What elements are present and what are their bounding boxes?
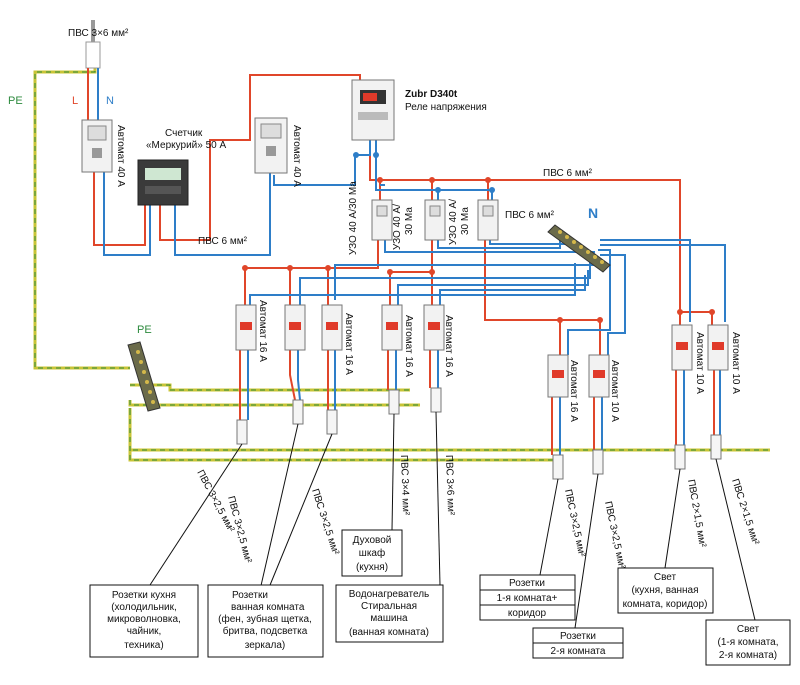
breaker-8: Автомат 10 А [671, 324, 705, 394]
input-cable: ПВС 3×6 мм² [68, 20, 129, 69]
box-room1-line3: коридор [508, 608, 547, 619]
box-washer-line1: Водонагреватель [349, 589, 430, 600]
breaker-5-label: Автомат 16 А [443, 315, 454, 377]
rcd-1-label: УЗО 40 А/30 Ма [348, 181, 359, 255]
box-washer-line4: (ванная комната) [349, 627, 429, 638]
input-cable-label: ПВС 3×6 мм² [68, 28, 129, 39]
main-breaker-label: Автомат 40 А [115, 125, 126, 187]
box-kitchen-line5: техника) [124, 640, 163, 651]
neutral-bus-label: N [588, 205, 598, 221]
box-light1-line1: Свет [654, 572, 677, 583]
breaker-4: Автомат 16 А [381, 304, 414, 377]
cable-label-pvs6-b: ПВС 6 мм² [543, 168, 593, 179]
box-kitchen-line1: Розетки кухня [112, 590, 176, 601]
rcd-3-label-2: 30 Ма [460, 207, 471, 235]
box-light1-line3: комната, коридор) [623, 599, 708, 610]
box-room1-line1: Розетки [509, 578, 545, 589]
rcd-3-label-1: УЗО 40 А/ [448, 199, 459, 245]
breaker-3-label: Автомат 16 А [343, 313, 354, 375]
neutral-wires [97, 68, 726, 455]
breaker-group: Автомат 16 А Автомат 16 А Автомат 16 А А… [235, 300, 741, 422]
circuit-cable-3: ПВС 3×2,5 мм² [309, 488, 341, 557]
rcd-1: УЗО 40 А/30 Ма [348, 181, 393, 255]
junction-dots [242, 152, 715, 323]
breaker-7: Автомат 10 А [588, 354, 620, 422]
breaker-9: Автомат 10 А [707, 324, 741, 394]
breaker-3: Автомат 16 А [321, 304, 354, 375]
box-light2: Свет (1-я комната, 2-я комната) [705, 619, 791, 666]
neutral-label: N [106, 95, 114, 107]
rcd-3: УЗО 40 А/ 30 Ма [448, 199, 499, 245]
box-room2-line2: 2-я комната [551, 646, 606, 657]
box-oven: Духовой шкаф (кухня) [341, 529, 403, 577]
cable-label-pvs6-a: ПВС 6 мм² [198, 236, 248, 247]
box-bathroom-line2: ванная комната [231, 602, 305, 613]
neutral-bus: N [547, 205, 611, 273]
box-kitchen-line3: микроволновка, [107, 614, 181, 625]
box-light2-line3: 2-я комната) [719, 650, 777, 661]
cable-ferrules [236, 387, 722, 480]
breaker-8-label: Автомат 10 А [694, 332, 705, 394]
circuit-cable-8: ПВС 2×1,5 мм² [685, 479, 708, 549]
box-washer-line2: Стиральная [361, 601, 417, 612]
box-kitchen-line2: (холодильник, [111, 602, 177, 613]
pe-bus-label: PE [137, 324, 152, 336]
box-light1: Свет (кухня, ванная комната, коридор) [617, 567, 714, 614]
circuit-cable-9: ПВС 2×1,5 мм² [729, 478, 761, 547]
circuit-cable-4: ПВС 3×4 мм² [398, 455, 411, 516]
rcd-2-label-2: 30 Ма [404, 207, 415, 235]
box-bathroom-line5: зеркала) [245, 640, 285, 651]
box-washer: Водонагреватель Стиральная машина (ванна… [335, 584, 444, 643]
second-breaker-label: Автомат 40 А [291, 125, 302, 187]
circuit-cable-5: ПВС 3×6 мм² [443, 455, 456, 516]
breaker-9-label: Автомат 10 А [730, 332, 741, 394]
box-oven-line1: Духовой [353, 535, 392, 546]
breaker-1: Автомат 16 А [235, 300, 268, 362]
phase-label: L [72, 95, 78, 107]
meter-label-2: «Меркурий» 50 А [146, 140, 226, 151]
relay-label-1: Zubr D340t [405, 89, 458, 100]
breaker-4-label: Автомат 16 А [403, 315, 414, 377]
box-bathroom-line4: бритва, подсветка [223, 625, 308, 637]
box-oven-line2: шкаф [359, 547, 385, 559]
second-breaker: Автомат 40 А [254, 117, 302, 187]
breaker-5: Автомат 16 А [423, 304, 454, 377]
main-breaker: Автомат 40 А [81, 119, 126, 187]
box-light2-line2: (1-я комната, [717, 637, 778, 648]
circuit-cable-labels: ПВС 3×2,5 мм² ПВС 3×2,5 мм² ПВС 3×2,5 мм… [194, 455, 761, 571]
box-room2-line1: Розетки [560, 631, 596, 642]
circuit-cable-6: ПВС 3×2,5 мм² [562, 488, 587, 558]
box-oven-line3: (кухня) [356, 562, 388, 573]
meter-label-1: Счетчик [165, 128, 203, 139]
voltage-relay: Zubr D340t Реле напряжения [351, 79, 487, 141]
box-washer-line3: машина [370, 613, 408, 624]
breaker-1-label: Автомат 16 А [257, 300, 268, 362]
breaker-6: Автомат 16 А [547, 354, 579, 422]
breaker-7-label: Автомат 10 А [609, 360, 620, 422]
box-light2-line1: Свет [737, 624, 760, 635]
box-kitchen: Розетки кухня (холодильник, микроволновк… [89, 584, 199, 658]
box-kitchen-line4: чайник, [127, 626, 162, 637]
box-light1-line2: (кухня, ванная [631, 585, 698, 596]
breaker-6-label: Автомат 16 А [568, 360, 579, 422]
circuit-cable-7: ПВС 3×2,5 мм² [602, 500, 627, 570]
pe-bus: PE [127, 324, 161, 412]
box-bathroom: Розетки ванная комната (фен, зубная щетк… [207, 584, 324, 658]
box-bathroom-line1: Розетки [232, 590, 268, 601]
box-room1-line2: 1-я комната+ [497, 593, 558, 604]
rcd-2-label-1: УЗО 40 А/ [392, 204, 403, 250]
relay-label-2: Реле напряжения [405, 102, 487, 113]
box-room1: Розетки 1-я комната+ коридор [479, 574, 576, 621]
box-bathroom-line3: (фен, зубная щетка, [218, 613, 312, 625]
leader-lines [149, 411, 756, 629]
box-room2: Розетки 2-я комната [532, 627, 624, 659]
energy-meter: Счетчик «Меркурий» 50 А [137, 128, 226, 206]
cable-label-pvs6-c: ПВС 6 мм² [505, 210, 555, 221]
breaker-2 [284, 304, 306, 351]
pe-label-left: PE [8, 95, 23, 107]
rcd-2: УЗО 40 А/ 30 Ма [392, 199, 446, 250]
